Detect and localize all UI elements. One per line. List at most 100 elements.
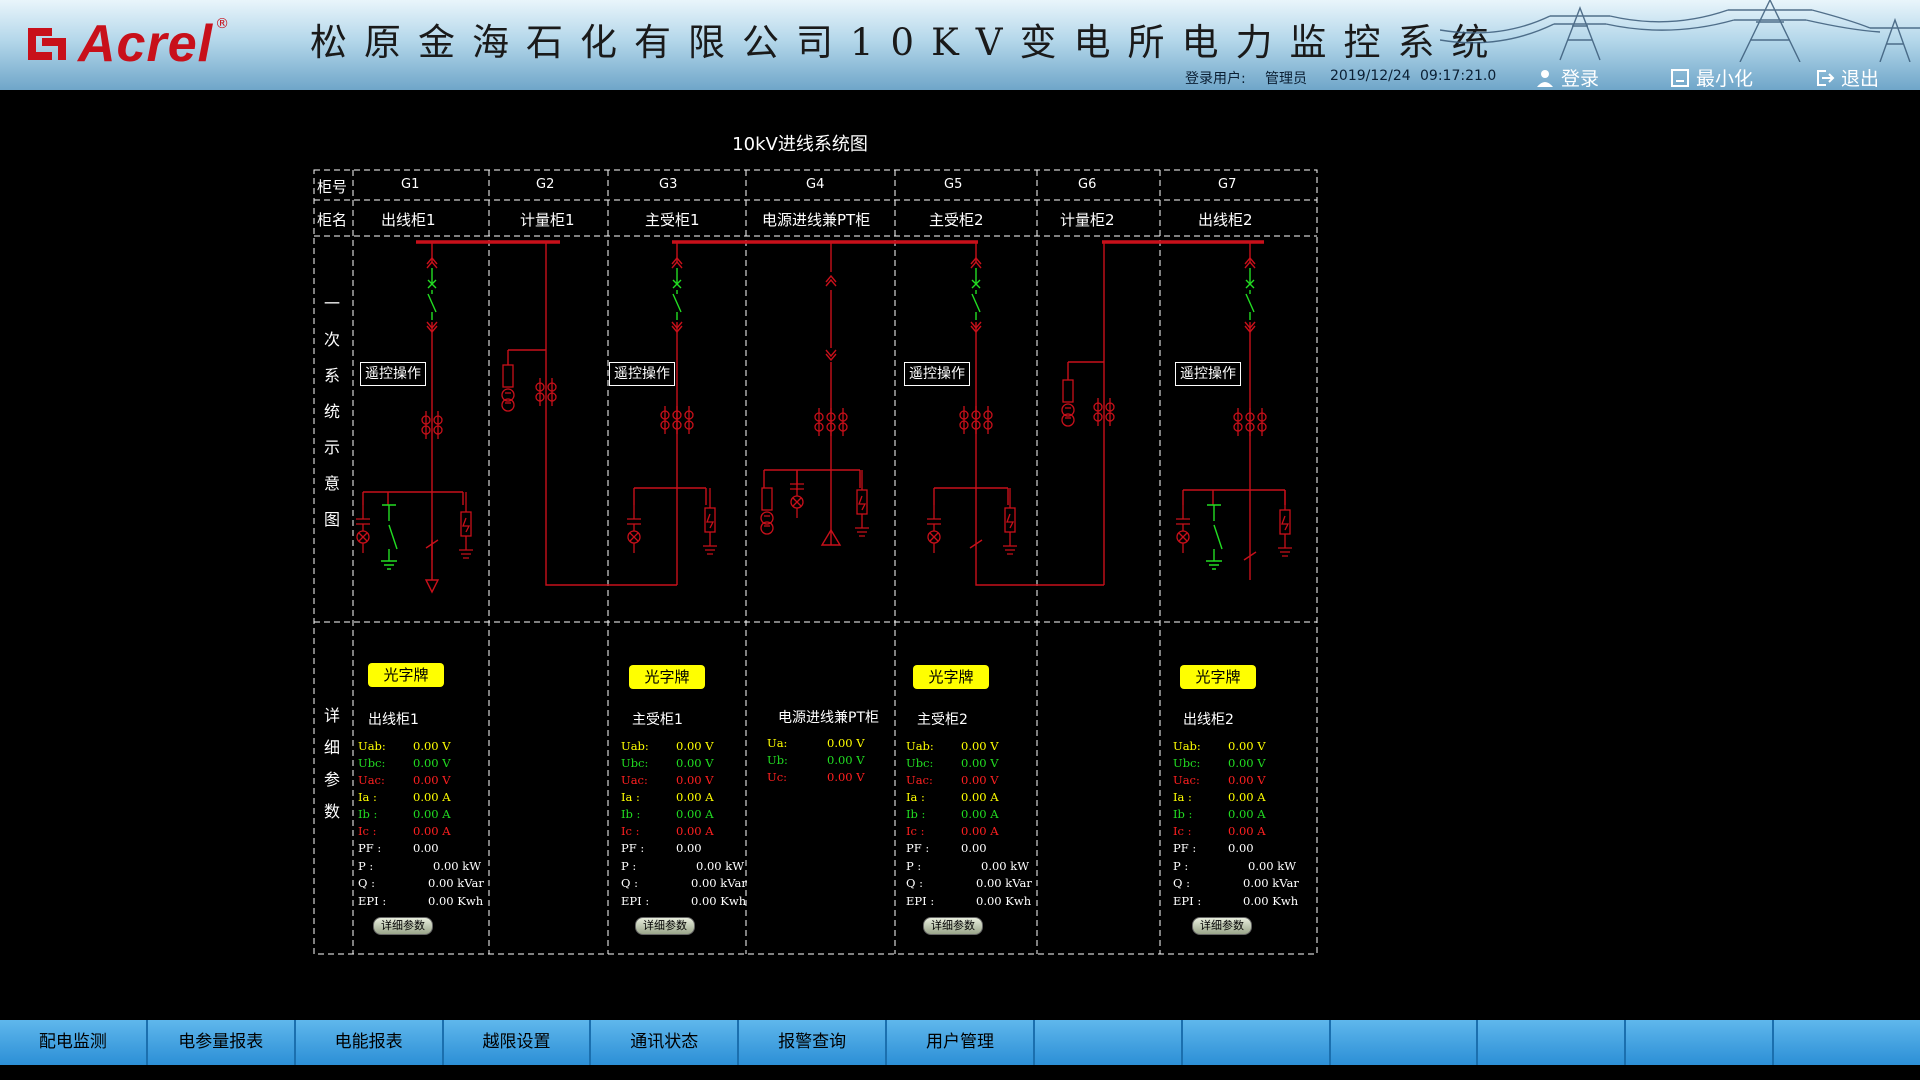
detail-params-button-g7[interactable]: 详细参数 xyxy=(1192,917,1252,935)
param-key: Ia : xyxy=(906,790,925,804)
login-user-label: 登录用户: xyxy=(1185,71,1246,87)
date-display: 2019/12/24 xyxy=(1330,68,1411,84)
cabinet-name-g5: 主受柜2 xyxy=(929,211,984,229)
param-value: 0.00 V xyxy=(413,739,451,753)
annunciator-button-g7[interactable]: 光字牌 xyxy=(1180,665,1256,689)
exit-label: 退出 xyxy=(1841,68,1880,90)
param-value: 0.00 Kwh xyxy=(1243,894,1299,908)
cabinet-no-g4: G4 xyxy=(806,177,825,192)
param-key: Ib : xyxy=(358,807,378,821)
detail-params-button-g1[interactable]: 详细参数 xyxy=(373,917,433,935)
minimize-icon xyxy=(1671,68,1689,87)
remote-operation-button-g7[interactable]: 遥控操作 xyxy=(1175,362,1241,386)
param-value: 0.00 kW xyxy=(696,859,745,873)
diagram-title: 10kV进线系统图 xyxy=(732,134,868,155)
logo-registered-mark: ® xyxy=(215,16,230,32)
nav-empty-slot xyxy=(1183,1020,1331,1065)
cabinet-no-g1: G1 xyxy=(401,177,420,192)
nav-item-energy-report[interactable]: 电能报表 xyxy=(296,1020,444,1065)
acrel-logo-mark-icon xyxy=(28,28,66,60)
param-value: 0.00 V xyxy=(413,756,451,770)
cabinet-no-g3: G3 xyxy=(659,177,678,192)
param-key: Uac: xyxy=(621,773,648,787)
exit-button[interactable]: 退出 xyxy=(1815,64,1879,90)
param-value: 0.00 V xyxy=(827,770,865,784)
param-value: 0.00 A xyxy=(676,790,714,804)
param-key: Ic : xyxy=(906,824,925,838)
detail-params-button-g3[interactable]: 详细参数 xyxy=(635,917,695,935)
param-key: Ub: xyxy=(767,753,788,767)
param-key: Uc: xyxy=(767,770,788,784)
nav-item-alarm-query[interactable]: 报警查询 xyxy=(739,1020,888,1065)
param-key: Uab: xyxy=(906,739,934,753)
param-value: 0.00 A xyxy=(961,824,999,838)
annunciator-button-g3[interactable]: 光字牌 xyxy=(629,665,705,689)
param-value: 0.00 V xyxy=(1228,773,1266,787)
param-key: Q : xyxy=(1173,876,1190,890)
remote-operation-button-g3[interactable]: 遥控操作 xyxy=(609,362,675,386)
param-key: Ubc: xyxy=(1173,756,1201,770)
primary-system-label: 一 次 系 统 示 意 图 xyxy=(323,294,340,529)
cabinet-no-g2: G2 xyxy=(536,177,555,192)
nav-empty-slot xyxy=(1478,1020,1627,1065)
param-key: Ua: xyxy=(767,736,788,750)
param-key: Ic : xyxy=(621,824,640,838)
param-value: 0.00 xyxy=(1228,841,1254,855)
param-key: Ic : xyxy=(358,824,377,838)
param-key: EPI : xyxy=(621,894,650,908)
param-value: 0.00 A xyxy=(413,790,451,804)
param-value: 0.00 V xyxy=(676,773,714,787)
remote-operation-button-g5[interactable]: 遥控操作 xyxy=(904,362,970,386)
nav-item-user-management[interactable]: 用户管理 xyxy=(887,1020,1035,1065)
annunciator-button-g1[interactable]: 光字牌 xyxy=(368,663,444,687)
param-key: PF : xyxy=(621,841,645,855)
param-value: 0.00 V xyxy=(676,739,714,753)
param-value: 0.00 kW xyxy=(1248,859,1297,873)
logo-text: Acrel xyxy=(78,15,214,73)
nav-item-distribution-monitor[interactable]: 配电监测 xyxy=(0,1020,148,1065)
nav-item-limit-settings[interactable]: 越限设置 xyxy=(444,1020,592,1065)
param-value: 0.00 kVar xyxy=(976,876,1032,890)
annunciator-button-g5[interactable]: 光字牌 xyxy=(913,665,989,689)
param-value: 0.00 V xyxy=(961,773,999,787)
power-tower-decoration-icon xyxy=(1440,0,1920,62)
param-key: Uac: xyxy=(358,773,385,787)
param-value: 0.00 A xyxy=(676,824,714,838)
param-key: Uab: xyxy=(1173,739,1201,753)
param-key: Q : xyxy=(621,876,638,890)
cabinet-name-g2: 计量柜1 xyxy=(520,211,575,229)
param-value: 0.00 A xyxy=(413,807,451,821)
param-value: 0.00 Kwh xyxy=(428,894,484,908)
param-value: 0.00 A xyxy=(961,807,999,821)
cabinet-name-g7: 出线柜2 xyxy=(1198,211,1253,229)
param-key: EPI : xyxy=(1173,894,1202,908)
cabinet-no-g7: G7 xyxy=(1218,177,1237,192)
nav-item-parameter-report[interactable]: 电参量报表 xyxy=(148,1020,296,1065)
param-value: 0.00 A xyxy=(961,790,999,804)
param-key: PF : xyxy=(1173,841,1197,855)
param-key: Ubc: xyxy=(358,756,386,770)
param-value: 0.00 V xyxy=(1228,739,1266,753)
exit-icon xyxy=(1817,69,1835,86)
cabinet-name-g4: 电源进线兼PT柜 xyxy=(762,211,871,229)
system-title: 松原金海石化有限公司10KV变电所电力监控系统 xyxy=(310,21,1506,64)
detail-cabinet-name-g7: 出线柜2 xyxy=(1183,712,1234,728)
param-key: Ia : xyxy=(621,790,640,804)
row-label-cabinet-no: 柜号 xyxy=(317,178,348,196)
param-value: 0.00 kVar xyxy=(1243,876,1299,890)
param-key: Ib : xyxy=(906,807,926,821)
param-value: 0.00 xyxy=(961,841,987,855)
minimize-button[interactable]: 最小化 xyxy=(1670,64,1753,90)
header-status-bar: 登录用户: 管理员 2019/12/24 09:17:21.0 登录 最小化 退… xyxy=(1150,62,1920,90)
cabinet-name-g6: 计量柜2 xyxy=(1060,211,1115,229)
nav-empty-slot xyxy=(1331,1020,1479,1065)
login-button[interactable]: 登录 xyxy=(1535,64,1599,90)
detail-cabinet-name-g4: 电源进线兼PT柜 xyxy=(778,710,879,726)
param-value: 0.00 V xyxy=(961,739,999,753)
param-key: Ia : xyxy=(358,790,377,804)
nav-item-comm-status[interactable]: 通讯状态 xyxy=(591,1020,740,1065)
remote-operation-button-g1[interactable]: 遥控操作 xyxy=(360,362,426,386)
param-key: Uab: xyxy=(621,739,649,753)
param-value: 0.00 kVar xyxy=(691,876,747,890)
detail-params-button-g5[interactable]: 详细参数 xyxy=(923,917,983,935)
